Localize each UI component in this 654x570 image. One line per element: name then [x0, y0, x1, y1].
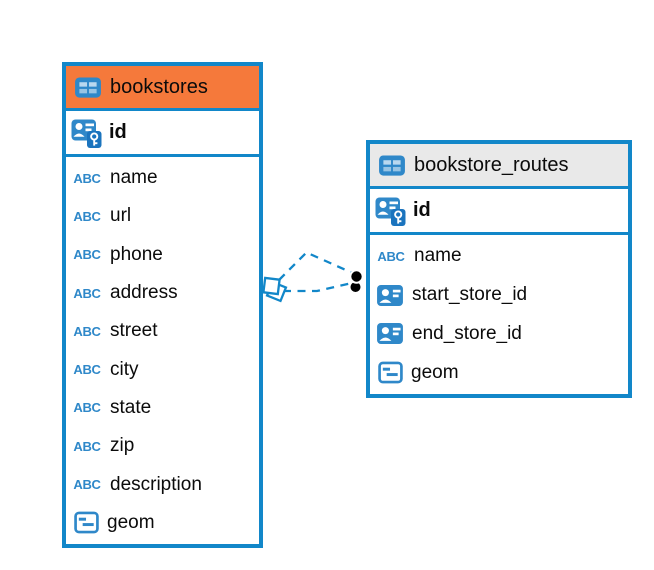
column-row-id[interactable]: id [66, 111, 259, 157]
column-label: start_store_id [412, 284, 528, 306]
column-label: geom [411, 361, 459, 383]
text-type-icon: ABC [73, 438, 101, 454]
table-icon [378, 154, 406, 177]
relationship-endpoint-dot[interactable] [348, 280, 363, 294]
text-type-icon: ABC [73, 247, 101, 263]
relationship-line-end-store-id[interactable] [283, 282, 351, 293]
geometry-type-icon [74, 511, 99, 534]
column-label: state [110, 396, 152, 418]
column-label: street [110, 320, 158, 342]
primary-key-icon [71, 117, 102, 148]
column-label: id [109, 121, 127, 143]
column-row-name[interactable]: ABC name [370, 237, 628, 276]
column-label: end_store_id [412, 322, 522, 344]
text-type-icon: ABC [73, 170, 101, 186]
column-row-state[interactable]: ABC state [66, 389, 259, 427]
column-label: url [110, 205, 132, 227]
column-label: zip [110, 435, 135, 457]
column-row-zip[interactable]: ABC zip [66, 427, 259, 465]
column-label: geom [107, 511, 155, 533]
column-row-id[interactable]: id [370, 189, 628, 235]
text-type-icon: ABC [73, 285, 101, 301]
column-row-url[interactable]: ABC url [66, 197, 259, 235]
geometry-type-icon [378, 361, 403, 384]
text-type-icon: ABC [377, 248, 405, 264]
relationship-endpoint-dot[interactable] [349, 269, 364, 284]
column-row-geom[interactable]: geom [66, 504, 259, 542]
column-label: name [414, 245, 462, 267]
column-row-description[interactable]: ABC description [66, 465, 259, 503]
table-bookstore-routes[interactable]: bookstore_routes id ABC name start_store… [366, 140, 632, 398]
column-label: city [110, 358, 139, 380]
column-label: description [110, 473, 202, 495]
column-row-street[interactable]: ABC street [66, 312, 259, 350]
column-row-address[interactable]: ABC address [66, 274, 259, 312]
table-header-bookstores[interactable]: bookstores [66, 66, 259, 111]
primary-key-icon [375, 195, 406, 226]
column-row-end-store-id[interactable]: end_store_id [370, 315, 628, 354]
column-label: phone [110, 243, 163, 265]
relationship-source-marker[interactable] [262, 276, 288, 303]
text-type-icon: ABC [73, 323, 101, 339]
column-label: name [110, 167, 158, 189]
text-type-icon: ABC [73, 477, 101, 493]
column-label: id [413, 199, 431, 221]
text-type-icon: ABC [73, 362, 101, 378]
column-list: ABC name ABC url ABC phone ABC address A… [66, 157, 259, 544]
text-type-icon: ABC [73, 400, 101, 416]
column-list: ABC name start_store_id end_store_id geo… [370, 235, 628, 394]
column-row-geom[interactable]: geom [370, 353, 628, 392]
column-row-city[interactable]: ABC city [66, 350, 259, 388]
table-icon [74, 76, 102, 99]
reference-type-icon [376, 284, 404, 307]
column-row-start-store-id[interactable]: start_store_id [370, 276, 628, 315]
table-header-bookstore-routes[interactable]: bookstore_routes [370, 144, 628, 189]
column-label: address [110, 282, 178, 304]
table-bookstores[interactable]: bookstores id ABC name ABC url ABC phone… [62, 62, 263, 548]
text-type-icon: ABC [73, 208, 101, 224]
relationship-line-start-store-id[interactable] [278, 251, 352, 281]
column-row-phone[interactable]: ABC phone [66, 236, 259, 274]
column-row-name[interactable]: ABC name [66, 159, 259, 197]
table-name: bookstores [110, 75, 208, 98]
reference-type-icon [376, 322, 404, 345]
table-name: bookstore_routes [414, 153, 569, 176]
